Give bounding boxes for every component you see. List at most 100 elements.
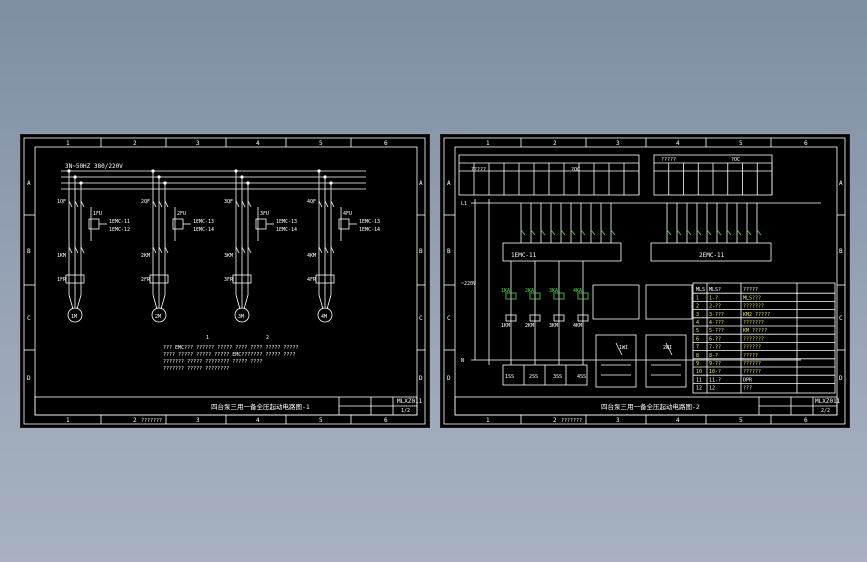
lamp-label-3: 3SS xyxy=(553,374,562,380)
legend-row-10-code: 9-?? xyxy=(709,361,721,367)
legend-row-5-desc: ??????? xyxy=(743,320,764,326)
right-table-header-1: ????? xyxy=(661,157,676,163)
motor-label-3: 3M xyxy=(238,314,244,320)
motor-branches: 1QF1FU1KM1FR1EMC-111EMC-121M2QF2FU2KM2FR… xyxy=(57,169,380,323)
contactor-label-2: 2KM xyxy=(525,323,534,329)
breaker-label-1: 1QF xyxy=(57,199,66,205)
s2-col-3-bottom: 3 xyxy=(616,417,620,424)
s2-col-4-bottom: 4 xyxy=(676,417,680,424)
s2-row-A-right: A xyxy=(839,180,843,187)
legend-row-5-sym: 4 xyxy=(696,320,699,326)
s1-col-5-top: 5 xyxy=(319,140,323,147)
note-line-1: ??? EMC??? ?????? ????? ???? ???? ????? … xyxy=(163,345,298,351)
s2-row-C-left: C xyxy=(447,315,451,322)
legend-row-13-code: 12 xyxy=(709,386,715,392)
supply-label: 3N~50HZ 380/220V xyxy=(65,163,123,170)
sheet-2-designer: ??????? xyxy=(561,418,582,424)
contactor-label-2: 2KM xyxy=(141,253,150,259)
aux-label-b-4: 1EMC-14 xyxy=(359,227,380,233)
breaker-label-3: 3QF xyxy=(224,199,233,205)
legend-row-5-code: 4-??? xyxy=(709,320,724,326)
legend-row-3-code: 2-?? xyxy=(709,304,721,310)
drawing-sheet-2: ????? ?OC ????? ?OC L1 N ~220V 1EMC-11 2… xyxy=(440,134,850,428)
contactor-label-3: 3KM xyxy=(549,323,558,329)
selector-box-1 xyxy=(592,284,640,320)
relay-label-2: 2KA xyxy=(525,288,534,294)
legend-row-11-sym: 10 xyxy=(696,369,702,375)
lamp-label-2: 2SS xyxy=(529,374,538,380)
bus-label-n: N xyxy=(461,358,464,364)
legend-row-2-desc: MLS??? xyxy=(743,295,761,301)
sheet-1-drawing-no: MLXZ011 xyxy=(397,398,423,405)
legend-row-13-sym: 12 xyxy=(696,386,702,392)
outer-frame xyxy=(23,137,426,425)
s1-row-C-right: C xyxy=(419,315,423,322)
legend-row-10-sym: 9 xyxy=(696,361,699,367)
s1-col-2-top: 2 xyxy=(133,140,137,147)
s2-col-5-bottom: 5 xyxy=(739,417,743,424)
s2-row-B-right: B xyxy=(839,248,843,255)
s1-col-1-top: 1 xyxy=(66,140,70,147)
breaker-label-2: 2QF xyxy=(141,199,150,205)
sheet-2-sheet-no: 2/2 xyxy=(821,408,830,414)
contactor-label-1: 1KM xyxy=(57,253,66,259)
s1-row-B-right: B xyxy=(419,248,423,255)
sheet-1-drawing: 1QF1FU1KM1FR1EMC-111EMC-121M2QF2FU2KM2FR… xyxy=(23,137,426,425)
thermal-label-2: 2FR xyxy=(141,277,151,283)
legend-row-4-code: 3-??? xyxy=(709,312,724,318)
fuse-label-3: 3FU xyxy=(260,211,269,217)
float-switch-2-label: 2WI xyxy=(663,345,672,351)
s2-col-6-bottom: 6 xyxy=(804,417,808,424)
s2-row-C-right: C xyxy=(839,315,843,322)
legend-row-4-desc: KM2 ????? xyxy=(743,312,770,318)
sheet-1-designer: ??????? xyxy=(141,418,162,424)
s1-col-2-bottom: 2 xyxy=(133,417,137,424)
legend-row-13-desc: ??? xyxy=(743,386,752,392)
left-table-header-1: ????? xyxy=(471,167,486,173)
s1-row-C-left: C xyxy=(27,315,31,322)
contactor-label-3: 3KM xyxy=(224,253,233,259)
legend-row-2-sym: 1 xyxy=(696,295,699,301)
float-switch-box-1 xyxy=(595,334,637,388)
lamp-label-1: 1SS xyxy=(505,374,514,380)
voltage-label: ~220V xyxy=(461,281,476,287)
s2-row-A-left: A xyxy=(447,180,451,187)
thermal-label-1: 1FR xyxy=(57,277,67,283)
contactor-label-4: 4KM xyxy=(573,323,582,329)
s2-col-5-top: 5 xyxy=(739,140,743,147)
bus-label-l1: L1 xyxy=(461,201,467,207)
relay-label-4: 4KA xyxy=(573,288,582,294)
legend-row-9-sym: 8 xyxy=(696,353,699,359)
module-right-box xyxy=(650,242,772,262)
thermal-label-4: 4FR xyxy=(307,277,317,283)
legend-row-7-sym: 6 xyxy=(696,336,699,342)
motor-label-4: 4M xyxy=(321,314,327,320)
legend-row-7-desc: ??????? xyxy=(743,336,764,342)
s2-row-D-right: D xyxy=(839,375,843,382)
fuse-label-2: 2FU xyxy=(177,211,186,217)
s2-col-2-top: 2 xyxy=(553,140,557,147)
sheet-2-title: 四台泵三用一备全压起动电路图-2 xyxy=(601,402,700,411)
float-switch-1-label: 1WI xyxy=(619,345,628,351)
motor-label-2: 2M xyxy=(155,314,161,320)
legend-row-6-desc: KM ????? xyxy=(743,328,767,334)
outer-frame xyxy=(443,137,846,425)
legend-row-8-sym: 7 xyxy=(696,345,699,351)
sheet-1-title: 四台泵三用一备全压起动电路图-1 xyxy=(211,402,310,411)
legend-row-12-desc: DPR xyxy=(743,377,753,383)
s1-row-A-right: A xyxy=(419,180,423,187)
s2-col-4-top: 4 xyxy=(676,140,680,147)
s1-row-D-left: D xyxy=(27,375,31,382)
legend-row-3-sym: 2 xyxy=(696,304,699,310)
s2-col-2-bottom: 2 xyxy=(553,417,557,424)
s2-col-6-top: 6 xyxy=(804,140,808,147)
s1-col-6-top: 6 xyxy=(384,140,388,147)
note-number-1: 1 xyxy=(206,335,209,341)
legend-row-11-desc: ?????? xyxy=(743,369,761,375)
legend-row-11-code: 10-? xyxy=(709,369,721,375)
legend-row-1-desc: ????? xyxy=(743,287,758,293)
aux-label-a-3: 1EMC-13 xyxy=(276,219,297,225)
